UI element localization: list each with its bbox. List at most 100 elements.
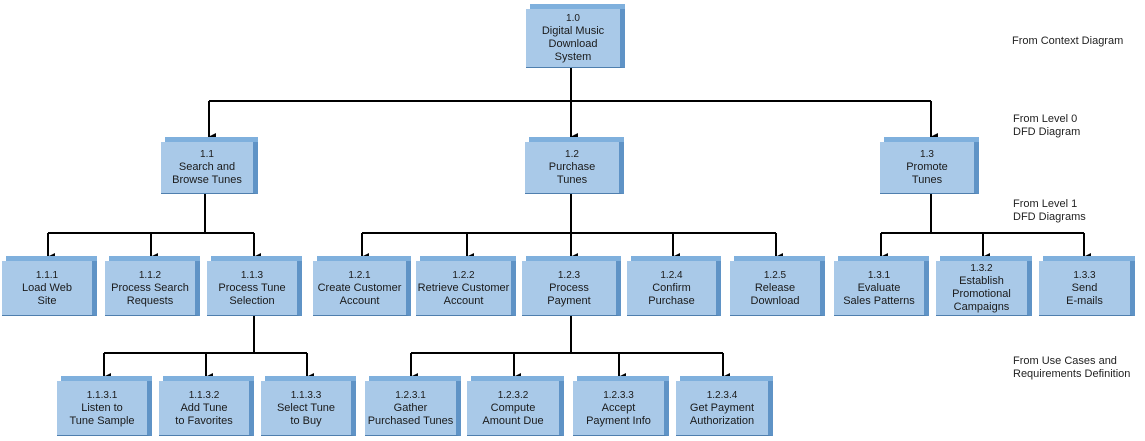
- process-number: 1.3.1: [867, 269, 891, 281]
- process-number: 1.2.3.3: [603, 389, 634, 401]
- process-number: 1.3: [920, 149, 934, 160]
- process-label: Amount Due: [482, 414, 544, 427]
- process-label: Payment Info: [586, 414, 651, 427]
- note-text: Requirements Definition: [1013, 368, 1131, 380]
- process-number: 1.0: [566, 13, 580, 24]
- process-label: Load Web: [22, 281, 72, 294]
- process-number: 1.1.1: [35, 269, 59, 281]
- process-label: to Favorites: [175, 414, 233, 427]
- process-number: 1.2.2: [452, 269, 475, 281]
- process-label: Site: [37, 294, 57, 307]
- process-number: 1.1.3.3: [290, 389, 322, 401]
- process-label: Send: [1071, 281, 1098, 294]
- process-label: Purchase: [548, 161, 596, 173]
- process-label: Purchased Tunes: [367, 414, 454, 427]
- process-label: Add Tune: [180, 401, 228, 414]
- process-label: Promote: [906, 161, 948, 173]
- process-label: Compute: [490, 401, 536, 414]
- process-number: 1.2.3.4: [706, 389, 738, 401]
- process-label: Retrieve Customer: [417, 281, 510, 294]
- process-label: Confirm: [652, 281, 691, 294]
- process-label: Accept: [601, 401, 636, 414]
- process-number: 1.1.3.1: [86, 389, 118, 401]
- process-label: Sales Patterns: [843, 294, 915, 307]
- process-label: Digital Music: [541, 25, 605, 37]
- note-context-diagram: From Context Diagram: [1012, 35, 1123, 48]
- process-label: Process: [549, 281, 589, 294]
- process-label: Tunes: [911, 174, 943, 186]
- process-label: Evaluate: [857, 281, 901, 294]
- process-number: 1.1.2: [138, 269, 162, 281]
- process-label: Get Payment: [689, 401, 755, 414]
- process-number: 1.2.3: [557, 269, 581, 281]
- process-label: Purchase: [648, 294, 695, 307]
- process-label: Establish: [959, 275, 1004, 287]
- process-number: 1.2.3.1: [395, 389, 426, 401]
- process-label: Promotional: [952, 288, 1011, 300]
- process-label: Authorization: [689, 414, 755, 427]
- process-number: 1.2: [565, 149, 579, 160]
- process-number: 1.1: [200, 149, 214, 160]
- process-label: E-mails: [1066, 294, 1103, 307]
- process-label: Download: [750, 294, 800, 307]
- note-text: From Use Cases and: [1013, 355, 1117, 367]
- note-level-0: From Level 0 DFD Diagram: [1013, 113, 1080, 139]
- process-label: Process Tune: [218, 281, 286, 294]
- process-label: Requests: [126, 294, 174, 307]
- process-number: 1.3.2: [970, 263, 993, 274]
- note-use-cases: From Use Cases and Requirements Definiti…: [1013, 355, 1130, 381]
- process-number: 1.1.3.2: [188, 389, 220, 401]
- process-number: 1.2.3.2: [497, 389, 529, 401]
- process-label: Release: [754, 281, 796, 294]
- process-label: Select Tune: [276, 401, 336, 414]
- process-label: Create Customer: [317, 281, 402, 294]
- process-number: 1.2.1: [348, 269, 371, 281]
- process-label: Gather: [393, 401, 428, 414]
- process-label: Payment: [547, 294, 591, 307]
- note-text: DFD Diagrams: [1013, 211, 1086, 223]
- note-text: From Level 0: [1013, 113, 1078, 125]
- process-label: Selection: [229, 294, 275, 307]
- process-label: Browse Tunes: [172, 174, 242, 186]
- process-label: to Buy: [290, 414, 322, 427]
- process-label: Account: [443, 294, 484, 307]
- note-text: From Level 1: [1013, 198, 1078, 210]
- process-label: System: [554, 51, 592, 63]
- process-label: Search and: [178, 161, 236, 173]
- process-number: 1.1.3: [240, 269, 264, 281]
- note-level-1: From Level 1 DFD Diagrams: [1013, 198, 1086, 224]
- process-label: Listen to: [81, 401, 123, 414]
- process-number: 1.3.3: [1073, 269, 1096, 281]
- process-label: Download: [548, 38, 598, 50]
- process-number: 1.2.4: [660, 269, 683, 281]
- process-label: Account: [339, 294, 380, 307]
- process-label: Campaigns: [953, 301, 1010, 313]
- note-text: From Context Diagram: [1012, 35, 1124, 47]
- note-text: DFD Diagram: [1013, 126, 1081, 138]
- process-label: Process Search: [111, 281, 189, 294]
- process-label: Tunes: [556, 174, 588, 186]
